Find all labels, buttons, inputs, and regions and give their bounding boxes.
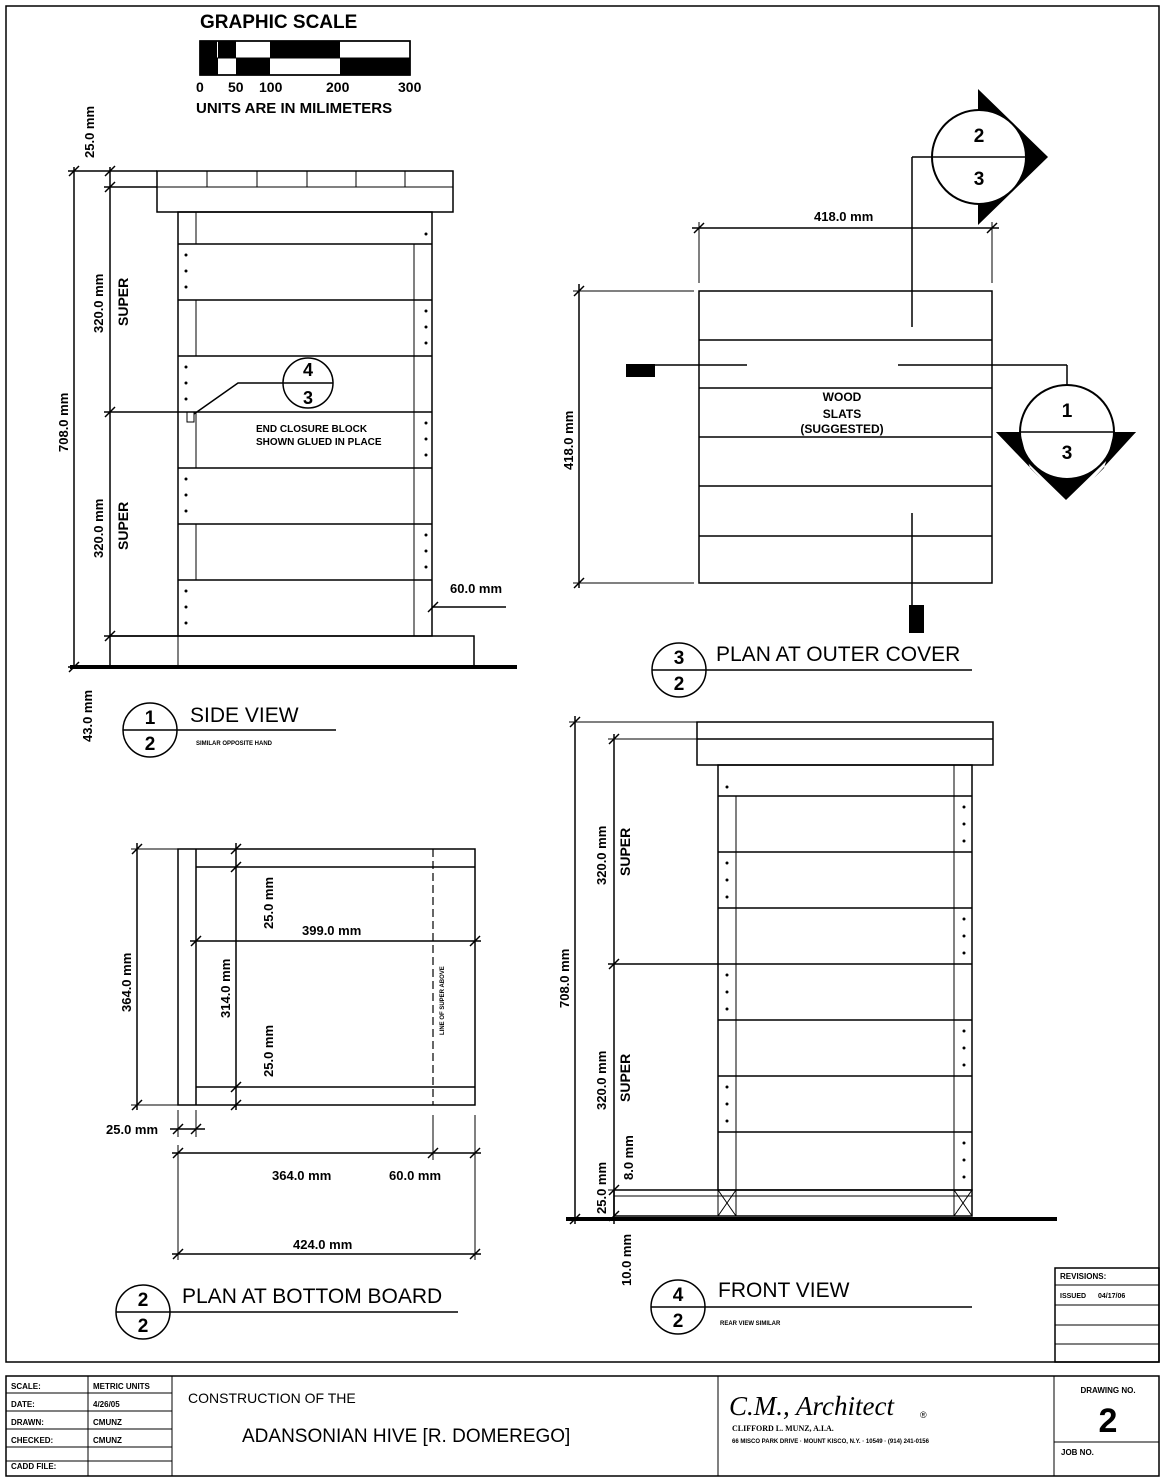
scale-tick-200: 200 (326, 79, 350, 95)
tb-checked-value: CMUNZ (93, 1436, 122, 1445)
super-line-note: LINE OF SUPER ABOVE (440, 966, 446, 1035)
front-base (613, 1189, 973, 1217)
revision-label: ISSUED (1060, 1293, 1086, 1300)
front-outer-cover (696, 721, 994, 766)
section-marker-left (626, 364, 655, 377)
front-view-bubble-bottom: 2 (673, 1311, 684, 1332)
tb-drawn-label: DRAWN: (11, 1418, 44, 1427)
end-closure-note-2: SHOWN GLUED IN PLACE (256, 437, 382, 448)
revision-date: 04/17/06 (1098, 1293, 1125, 1300)
graphic-scale: GRAPHIC SCALE 0 50 100 200 300 UNITS ARE… (196, 12, 422, 117)
side-view-subtitle: SIMILAR OPPOSITE HAND (196, 741, 273, 747)
plan-outer-cover: 418.0 mm 418.0 mm WOOD SLATS (SUGGESTED)… (561, 89, 1136, 698)
outer-cover (156, 170, 454, 213)
wood-slats-note-1: WOOD (823, 390, 862, 404)
side-super-label-upper: SUPER (115, 278, 131, 326)
bottom-dim-depth: 364.0 mm (119, 953, 134, 1012)
tb-drawing-no: 2 (1099, 1402, 1118, 1440)
title-block: SCALE: METRIC UNITS DATE: 4/26/05 DRAWN:… (5, 1375, 1160, 1477)
side-view: 25.0 mm 708.0 mm 320.0 mm SUPER 320.0 mm… (56, 106, 517, 758)
tb-project-line2: ADANSONIAN HIVE [R. DOMEREGO] (242, 1426, 570, 1447)
detail-callout-bottom: 3 (303, 388, 313, 408)
outer-cover-bubble-bottom: 2 (674, 674, 685, 695)
side-view-title: SIDE VIEW (190, 704, 299, 727)
outer-cover-bubble-top: 3 (674, 648, 685, 669)
side-dim-top: 25.0 mm (82, 106, 97, 158)
tb-firm-name: C.M., Architect (729, 1391, 895, 1421)
outer-cover-dim-width: 418.0 mm (814, 209, 873, 224)
revisions-header: REVISIONS: (1060, 1272, 1106, 1281)
bottom-board-bubble-top: 2 (138, 1290, 149, 1311)
front-view-subtitle: REAR VIEW SIMILAR (720, 1321, 781, 1327)
detail-callout-top: 4 (303, 360, 313, 380)
bottom-dim-width-a: 364.0 mm (272, 1168, 331, 1183)
plan-bottom-board: LINE OF SUPER ABOVE 364.0 mm 314.0 mm 25… (106, 843, 481, 1340)
tb-cadd-label: CADD FILE: (11, 1462, 56, 1471)
bottom-dim-inner-width: 399.0 mm (302, 923, 361, 938)
side-dim-total: 708.0 mm (56, 393, 71, 452)
side-view-bubble-top: 1 (145, 708, 156, 729)
wood-slats-note-2: SLATS (823, 407, 861, 421)
tb-scale-value: METRIC UNITS (93, 1382, 151, 1391)
front-hive-body (717, 764, 973, 1191)
side-super-label-lower: SUPER (115, 502, 131, 550)
scale-tick-100: 100 (259, 79, 283, 95)
bottom-dim-cleat-top: 25.0 mm (261, 877, 276, 929)
bottom-dim-cleat-bottom: 25.0 mm (261, 1025, 276, 1077)
side-view-bubble-bottom: 2 (145, 734, 156, 755)
scale-units-note: UNITS ARE IN MILIMETERS (196, 100, 392, 117)
section-b-bottom: 3 (1062, 443, 1073, 464)
bottom-dim-width-b: 60.0 mm (389, 1168, 441, 1183)
sheet-border (5, 5, 1160, 1363)
front-dim-entrance: 8.0 mm (621, 1135, 636, 1180)
scale-tick-300: 300 (398, 79, 422, 95)
tb-date-value: 4/26/05 (93, 1400, 120, 1409)
side-dim-side: 60.0 mm (450, 581, 502, 596)
bottom-dim-inner-depth: 314.0 mm (218, 959, 233, 1018)
bottom-board-title: PLAN AT BOTTOM BOARD (182, 1285, 442, 1308)
bottom-board-bubble-bottom: 2 (138, 1316, 149, 1337)
side-dim-super-upper: 320.0 mm (91, 274, 106, 333)
front-dim-super-upper: 320.0 mm (594, 826, 609, 885)
end-closure-note-1: END CLOSURE BLOCK (256, 424, 368, 435)
front-view: 708.0 mm 320.0 mm SUPER 320.0 mm SUPER 8… (557, 716, 1057, 1335)
scale-tick-0: 0 (196, 79, 204, 95)
tb-firm-address: 66 MISCO PARK DRIVE · MOUNT KISCO, N.Y. … (732, 1439, 930, 1445)
section-a-bottom: 3 (974, 169, 985, 190)
side-dim-super-lower: 320.0 mm (91, 499, 106, 558)
front-dim-base: 25.0 mm (594, 1162, 609, 1214)
outer-cover-title: PLAN AT OUTER COVER (716, 643, 960, 666)
tb-firm-mark: ® (920, 1410, 927, 1420)
outer-cover-dim-depth: 418.0 mm (561, 411, 576, 470)
tb-checked-label: CHECKED: (11, 1436, 53, 1445)
revisions-block: REVISIONS: ISSUED 04/17/06 (1054, 1267, 1160, 1363)
tb-firm-person: CLIFFORD L. MUNZ, A.I.A. (732, 1424, 834, 1433)
tb-scale-label: SCALE: (11, 1382, 41, 1391)
wood-slats-note-3: (SUGGESTED) (800, 422, 883, 436)
front-super-label-lower: SUPER (617, 1054, 633, 1102)
tb-drawn-value: CMUNZ (93, 1418, 122, 1427)
front-dim-total: 708.0 mm (557, 949, 572, 1008)
bottom-board (109, 635, 475, 667)
section-a-top: 2 (974, 126, 985, 147)
graphic-scale-title: GRAPHIC SCALE (200, 12, 357, 33)
front-dim-super-lower: 320.0 mm (594, 1051, 609, 1110)
section-b-top: 1 (1062, 401, 1073, 422)
tb-drawing-no-label: DRAWING NO. (1080, 1386, 1135, 1395)
bottom-dim-total-width: 424.0 mm (293, 1237, 352, 1252)
tb-date-label: DATE: (11, 1400, 35, 1409)
front-super-label-upper: SUPER (617, 828, 633, 876)
scale-tick-50: 50 (228, 79, 244, 95)
bottom-dim-left-cleat: 25.0 mm (106, 1122, 158, 1137)
section-marker-bottom (909, 605, 924, 633)
front-view-bubble-top: 4 (673, 1285, 684, 1306)
front-view-title: FRONT VIEW (718, 1279, 850, 1302)
tb-project-line1: CONSTRUCTION OF THE (188, 1390, 356, 1406)
bottom-board-plan (177, 848, 476, 1106)
front-dim-bottom: 10.0 mm (619, 1234, 634, 1286)
tb-job-no-label: JOB NO. (1061, 1448, 1094, 1457)
side-dim-bottom: 43.0 mm (80, 690, 95, 742)
